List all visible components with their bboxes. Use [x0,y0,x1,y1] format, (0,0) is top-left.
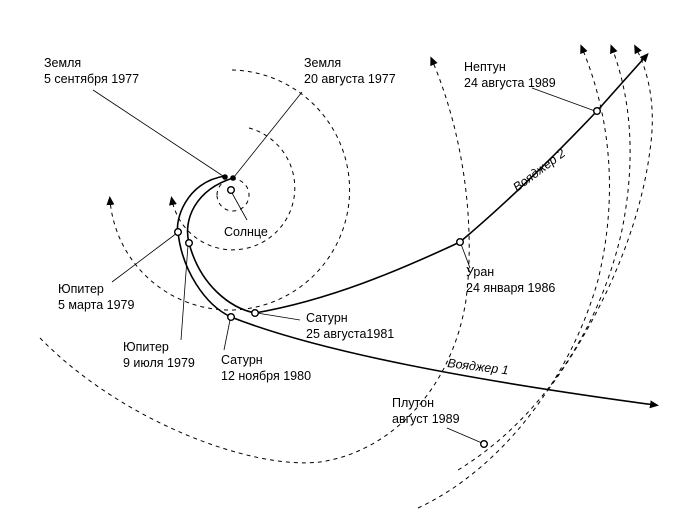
leader-uranus [460,243,471,269]
uranus-label: Уран 24 января 1986 [466,265,555,295]
jupiter1-label: Юпитер 5 марта 1979 [58,282,135,312]
saturn2-marker [250,309,259,318]
orbit-pluto [457,44,631,471]
orbit-outer [547,44,653,391]
leader-jupiter2 [180,244,189,341]
leader-sun [231,192,248,221]
leader-saturn1 [223,319,231,351]
earth-launch1-dot [222,174,228,180]
neptune-label: Нептун 24 августа 1989 [464,60,556,90]
orbit-jupiter [169,127,296,251]
leader-neptune [531,87,596,112]
orbit-neptune [417,44,610,509]
orbit-earth [216,178,250,212]
orbit-uranus [39,56,470,464]
leader-earth2 [233,91,303,178]
leader-saturn2 [256,312,301,321]
leader-jupiter1 [111,232,178,283]
earth-launch2-dot [230,175,236,181]
orbit-saturn [106,69,351,311]
pluto-marker [480,440,489,449]
pluto-label: Плутон август 1989 [392,396,460,426]
earth-launch2-label: Земля 20 августа 1977 [304,56,396,86]
leader-pluto [446,427,483,444]
voyager2-trajectory [186,53,649,314]
saturn1-marker [226,313,235,322]
jupiter2-marker [184,238,193,247]
saturn2-label: Сатурн 25 августа1981 [306,311,394,341]
sun-label: Солнце [224,225,268,239]
neptune-marker [593,106,602,115]
voyager2-label: Вояджер 2 [510,146,568,194]
sun-marker [226,185,235,194]
saturn1-label: Сатурн 12 ноября 1980 [221,353,311,383]
uranus-marker [456,237,465,246]
jupiter1-marker [173,227,182,236]
leader-earth1 [92,89,224,177]
earth-launch1-label: Земля 5 сентября 1977 [44,56,139,86]
jupiter2-label: Юпитер 9 июля 1979 [123,340,195,370]
